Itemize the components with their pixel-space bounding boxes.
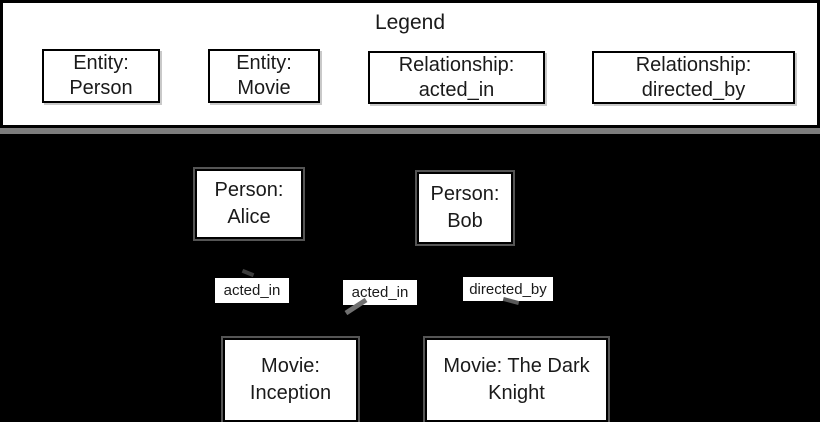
legend-item-label-line2: directed_by: [641, 78, 746, 101]
legend-item-entity-movie: Entity: Movie: [208, 49, 320, 103]
node-movie-inception: Movie: Inception: [223, 338, 358, 422]
legend-item-label-line1: Relationship:: [635, 53, 752, 76]
legend-item-label-line1: Relationship:: [398, 53, 515, 76]
legend-item-label-line1: Entity:: [73, 52, 129, 74]
edge-label-directed-by: directed_by: [463, 277, 553, 301]
node-label-line1: Person:: [214, 179, 284, 201]
legend-item-label-line2: Movie: [237, 77, 291, 99]
legend-item-relationship-directed-by: Relationship: directed_by: [592, 51, 795, 104]
legend-item-entity-person: Entity: Person: [42, 49, 160, 103]
legend-panel: Legend Entity: Person Entity: Movie Rela…: [0, 0, 820, 128]
node-label-line2: Alice: [227, 206, 271, 228]
node-label-line2: Inception: [249, 382, 332, 404]
node-label-line2: Knight: [488, 382, 545, 404]
legend-item-label-line2: acted_in: [418, 78, 495, 101]
legend-item-label-line1: Entity:: [236, 52, 292, 74]
legend-item-label-line2: Person: [69, 77, 133, 99]
node-label-line2: Bob: [447, 210, 483, 232]
edge-label-acted-in-2: acted_in: [343, 280, 417, 305]
node-person-alice: Person: Alice: [195, 169, 303, 239]
node-movie-dark-knight: Movie: The Dark Knight: [425, 338, 608, 422]
node-person-bob: Person: Bob: [417, 172, 513, 244]
node-label-line1: Movie: The Dark: [443, 355, 590, 377]
node-label-line1: Movie:: [261, 355, 320, 377]
legend-item-relationship-acted-in: Relationship: acted_in: [368, 51, 545, 104]
legend-title: Legend: [374, 11, 446, 34]
node-label-line1: Person:: [430, 183, 500, 205]
edge-label-acted-in-1: acted_in: [215, 278, 289, 303]
